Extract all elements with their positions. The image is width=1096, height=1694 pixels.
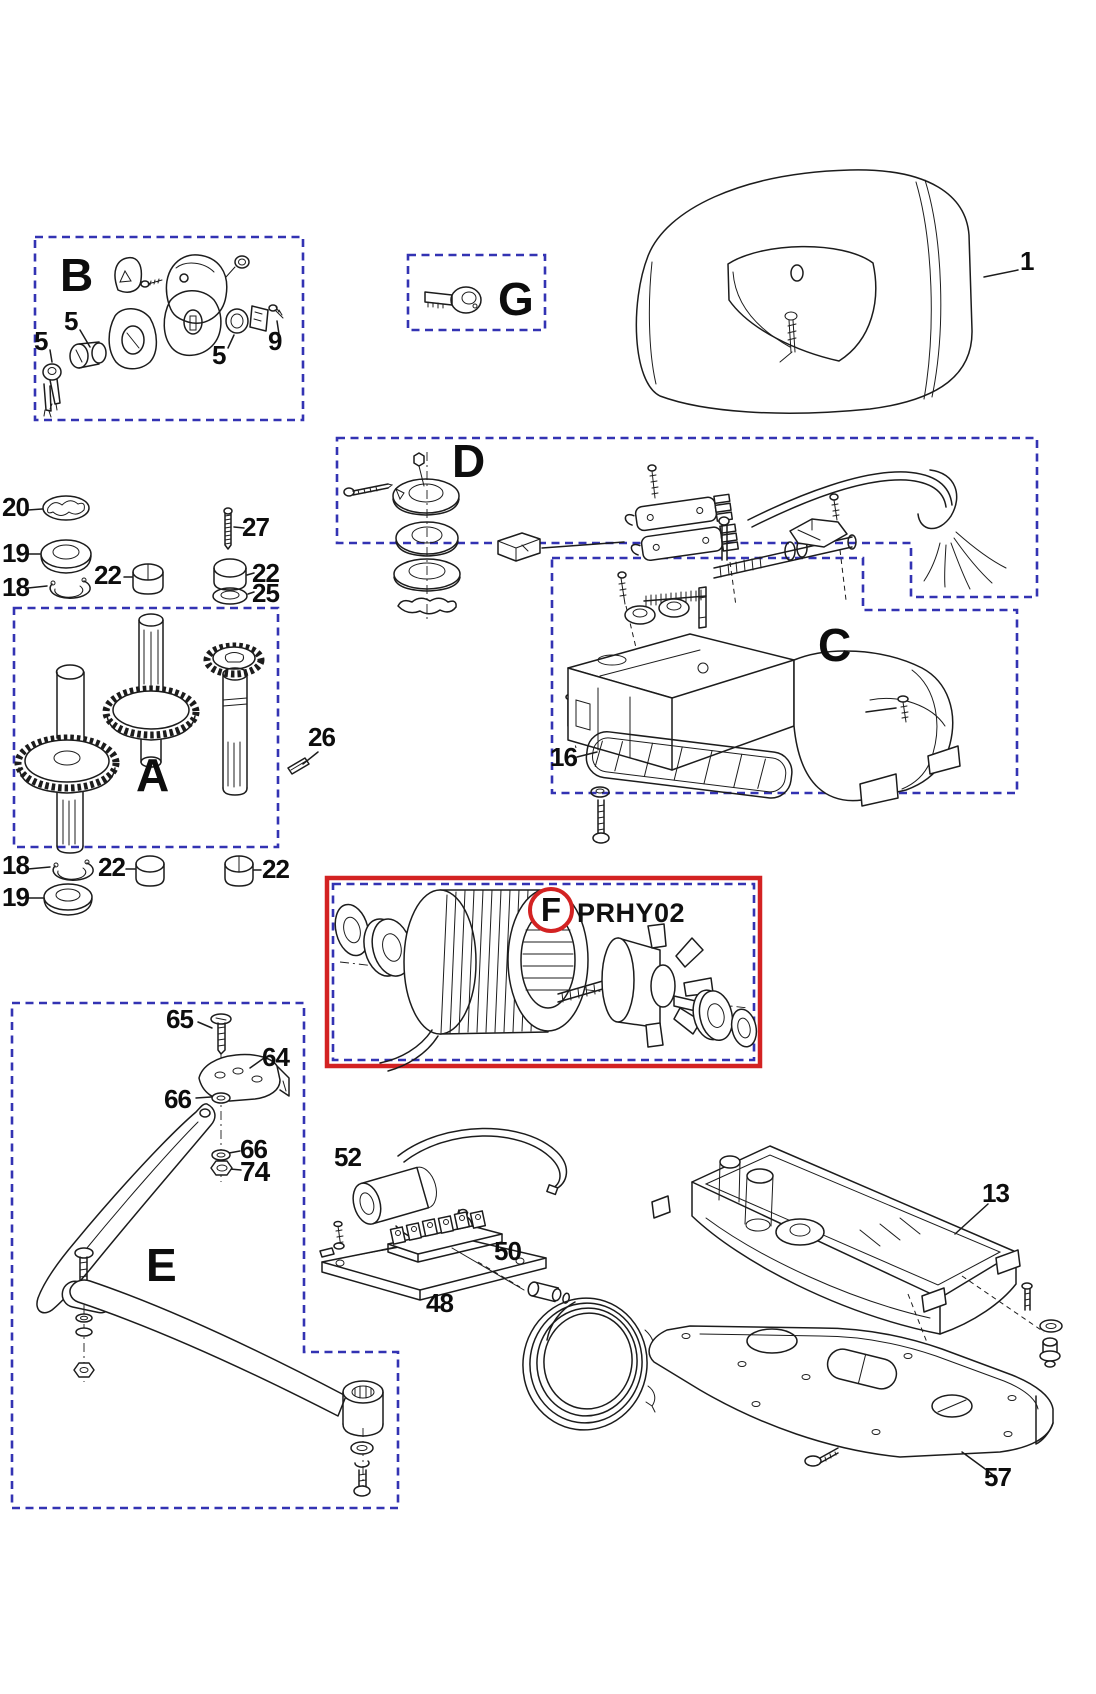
section-label-a: A <box>136 749 170 801</box>
cable-connector <box>527 1281 571 1304</box>
part-label-5c: 5 <box>212 340 227 370</box>
gearbox-motor <box>565 493 961 844</box>
pin-26 <box>287 751 319 775</box>
part-label-64: 64 <box>262 1042 290 1072</box>
section-label-g: G <box>498 273 534 325</box>
part-label-65: 65 <box>166 1004 194 1034</box>
part-label-18a: 18 <box>2 572 30 602</box>
washer-20 <box>27 495 90 521</box>
part-label-25: 25 <box>252 578 280 608</box>
washer-25 <box>212 587 255 605</box>
part-label-57: 57 <box>984 1462 1012 1492</box>
section-a-box <box>12 606 280 849</box>
part-label-16: 16 <box>550 742 578 772</box>
key-icon <box>424 286 482 314</box>
cover-part <box>635 169 1019 414</box>
snap-ring-18 <box>27 577 91 599</box>
part-label-1: 1 <box>1020 246 1035 276</box>
section-f-box <box>331 882 756 1062</box>
part-label-22d: 22 <box>262 854 290 884</box>
part-label-50: 50 <box>494 1236 522 1266</box>
part-label-20: 20 <box>2 492 30 522</box>
part-label-48: 48 <box>426 1288 454 1318</box>
section-label-f: F <box>540 891 562 928</box>
part-label-5b: 5 <box>34 326 49 356</box>
part-code-label: PRHY02 <box>577 898 686 928</box>
section-boxes <box>10 235 1039 1510</box>
arm-assembly <box>36 1013 384 1497</box>
part-label-66a: 66 <box>164 1084 192 1114</box>
bearing-stack <box>343 452 461 620</box>
part-label-26: 26 <box>308 722 336 752</box>
part-label-19a: 19 <box>2 538 30 568</box>
section-e-box <box>10 1001 400 1510</box>
capacitor-terminal-cable <box>319 1127 656 1431</box>
lock-assembly <box>42 254 284 418</box>
section-label-c: C <box>818 619 852 671</box>
section-label-e: E <box>146 1239 177 1291</box>
part-label-19b: 19 <box>2 882 30 912</box>
section-label-f-circle: F <box>528 887 574 933</box>
cable-coil <box>522 1297 656 1431</box>
part-label-66b: 66 <box>240 1134 268 1164</box>
bearing-19 <box>27 539 92 574</box>
base-plate <box>648 1325 1054 1475</box>
bushing-22-mid <box>213 558 255 591</box>
bushing-22c <box>125 855 165 887</box>
section-c-box <box>550 556 1019 795</box>
bushing-22-left <box>123 563 164 595</box>
section-label-d: D <box>452 435 486 487</box>
section-d-box <box>335 436 1039 599</box>
bearing-19b <box>25 883 93 916</box>
gear-shaft-assembly <box>14 613 265 854</box>
part-label-74: 74 <box>240 1156 270 1187</box>
terminal-block <box>387 1210 503 1263</box>
section-g-box <box>406 253 547 332</box>
screw-27 <box>223 507 245 550</box>
part-label-18b: 18 <box>2 850 30 880</box>
chassis-housing <box>651 1145 1063 1397</box>
part-label-27: 27 <box>242 512 270 542</box>
section-b-box <box>33 235 305 422</box>
part-label-5a: 5 <box>64 306 79 336</box>
part-label-22c: 22 <box>98 852 126 882</box>
part-label-13: 13 <box>982 1178 1010 1208</box>
section-f-highlight-box <box>324 875 763 1069</box>
switch-harness <box>497 464 1007 590</box>
snap-ring-18b <box>27 859 94 881</box>
section-label-b: B <box>60 249 94 301</box>
part-label-22b: 22 <box>252 558 280 588</box>
part-label-9: 9 <box>268 326 283 356</box>
bushing-22d <box>224 855 262 887</box>
part-label-22a: 22 <box>94 560 122 590</box>
part-label-52: 52 <box>334 1142 362 1172</box>
motor-stator-rotor <box>334 888 758 1072</box>
